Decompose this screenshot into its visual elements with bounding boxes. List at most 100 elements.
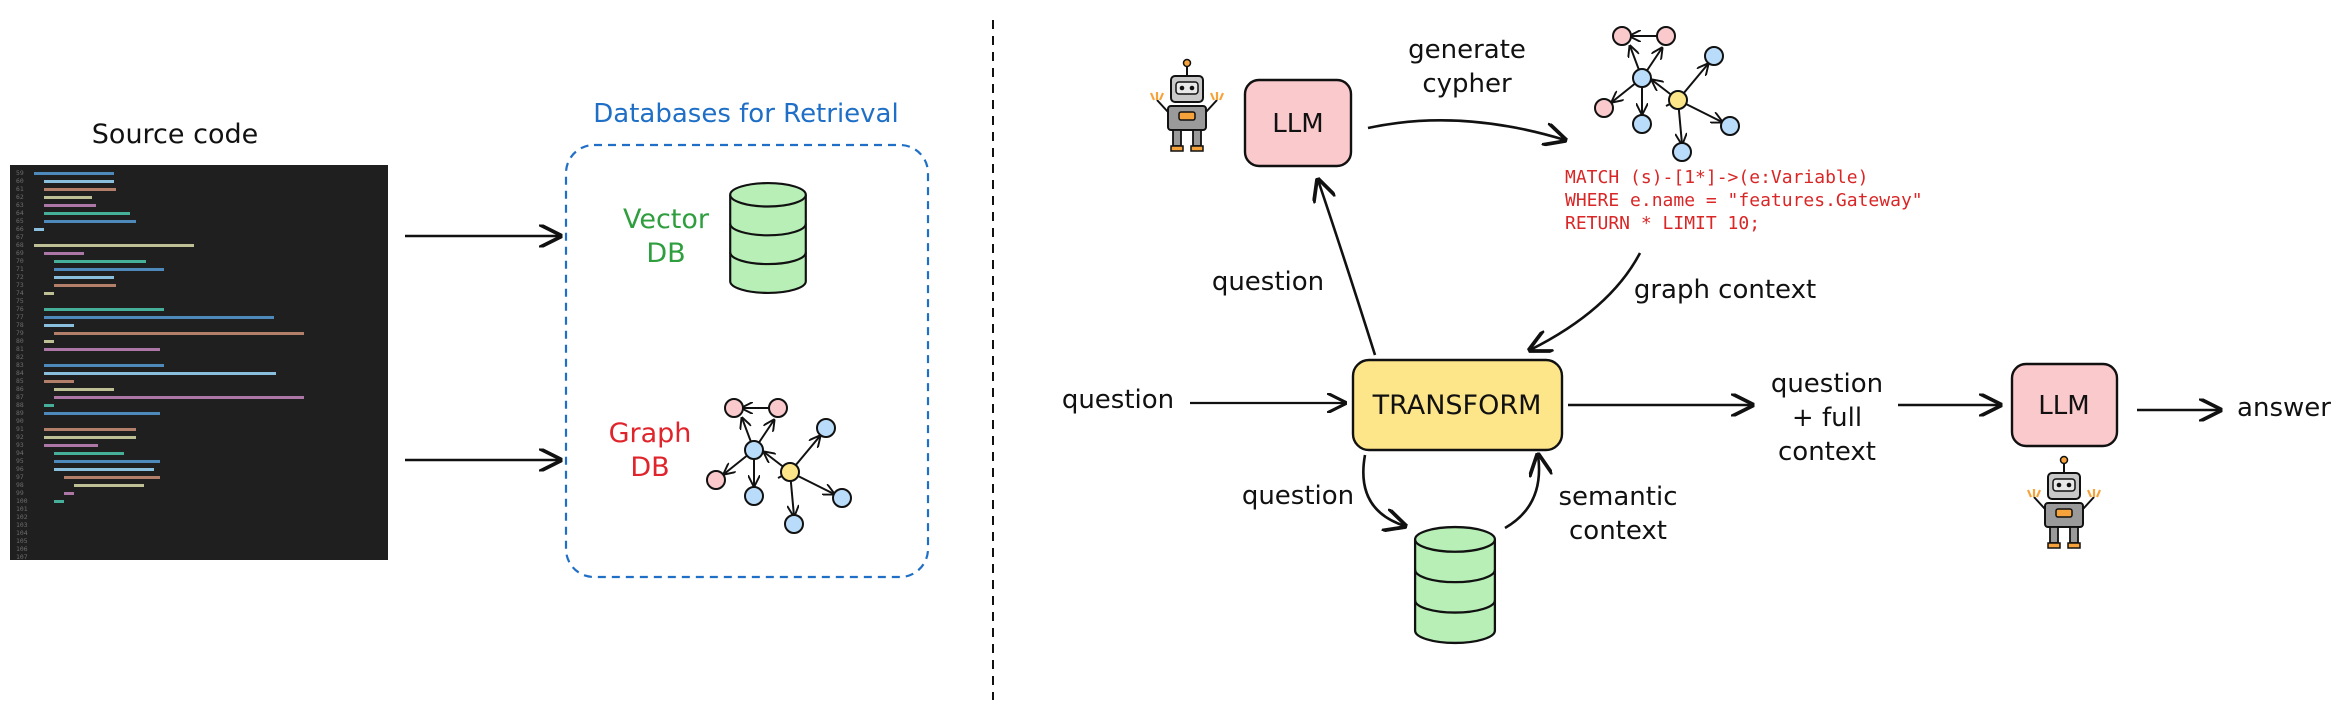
source-code-title: Source code [92, 119, 258, 150]
code-line: 83 [16, 361, 164, 370]
code-line: 95 [16, 457, 160, 466]
code-line: 101 [16, 505, 34, 514]
llm-box-top [1243, 78, 1353, 168]
code-line: 66 [16, 225, 44, 234]
code-line-number: 94 [16, 449, 24, 457]
code-text-stroke [44, 363, 164, 367]
code-line: 97 [16, 473, 160, 482]
code-line: 96 [16, 465, 154, 474]
full-context-label-line2: + full [1792, 403, 1862, 433]
code-text-stroke [54, 467, 154, 471]
vector-db-icon-bottom [1413, 525, 1497, 645]
code-line: 71 [16, 265, 164, 274]
code-line: 99 [16, 489, 74, 498]
code-text-stroke [44, 179, 114, 183]
code-text-stroke [74, 483, 144, 487]
code-line-number: 84 [16, 369, 24, 377]
code-line: 79 [16, 329, 304, 338]
llm-label-top: LLM [1272, 109, 1323, 139]
code-text-stroke [44, 211, 130, 215]
code-text-stroke [44, 435, 136, 439]
code-line-number: 72 [16, 273, 24, 281]
code-text-stroke [44, 323, 74, 327]
code-line-number: 88 [16, 401, 24, 409]
code-line-number: 82 [16, 353, 24, 361]
llm-box-bottom [2010, 362, 2119, 448]
code-line: 104 [16, 529, 34, 538]
code-line-number: 95 [16, 457, 24, 465]
code-line-number: 64 [16, 209, 24, 217]
code-line: 93 [16, 441, 98, 450]
code-line: 60 [16, 177, 114, 186]
code-text-stroke [44, 251, 84, 255]
code-line-number: 85 [16, 377, 24, 385]
code-text-stroke [54, 283, 116, 287]
code-line-number: 74 [16, 289, 24, 297]
code-line-number: 98 [16, 481, 24, 489]
code-line: 106 [16, 545, 34, 554]
code-text-stroke [44, 403, 54, 407]
code-line: 88 [16, 401, 54, 410]
code-line: 63 [16, 201, 96, 210]
code-line-number: 86 [16, 385, 24, 393]
code-line-number: 106 [16, 545, 28, 553]
code-text-stroke [44, 339, 54, 343]
code-line: 100 [16, 497, 64, 506]
code-line: 78 [16, 321, 74, 330]
code-line-number: 79 [16, 329, 24, 337]
code-text-stroke [44, 411, 160, 415]
code-line: 65 [16, 217, 136, 226]
generate-cypher-label-line2: cypher [1422, 69, 1512, 99]
code-line-number: 61 [16, 185, 24, 193]
code-line-number: 99 [16, 489, 24, 497]
llm-to-graph-arrow [1367, 119, 1565, 140]
transform-label: TRANSFORM [1372, 390, 1542, 421]
code-line: 70 [16, 257, 146, 266]
code-line-number: 102 [16, 513, 28, 521]
vector-db-icon [729, 182, 807, 294]
vector-db-label-line2: DB [646, 238, 685, 269]
code-line-number: 78 [16, 321, 24, 329]
transform-to-db-arrow [1362, 454, 1405, 526]
code-text-stroke [54, 451, 124, 455]
graph-icon-top [1595, 27, 1739, 161]
code-text-stroke [44, 203, 96, 207]
code-line: 102 [16, 513, 34, 522]
code-text-stroke [54, 275, 114, 279]
cypher-line-3: RETURN * LIMIT 10; [1565, 213, 1760, 234]
code-line: 62 [16, 193, 92, 202]
cypher-line-1: MATCH (s)-[1*]->(e:Variable) [1565, 167, 1868, 188]
code-line-number: 69 [16, 249, 24, 257]
code-text-stroke [54, 259, 146, 263]
full-context-label-line3: context [1778, 437, 1876, 467]
code-line: 81 [16, 345, 160, 354]
code-text-stroke [44, 219, 136, 223]
code-line-number: 104 [16, 529, 28, 537]
code-line: 86 [16, 385, 114, 394]
code-line: 90 [16, 417, 34, 426]
code-text-stroke [44, 307, 164, 311]
graph-db-label-line2: DB [630, 452, 669, 483]
code-line-number: 92 [16, 433, 24, 441]
code-text-stroke [54, 395, 304, 399]
code-text-stroke [54, 267, 164, 271]
code-text-stroke [44, 291, 54, 295]
graph-context-arrow [1530, 252, 1642, 350]
question-to-llm-label: question [1212, 267, 1324, 297]
code-line: 103 [16, 521, 34, 530]
code-line-number: 101 [16, 505, 28, 513]
code-line-number: 93 [16, 441, 24, 449]
code-line: 85 [16, 377, 74, 386]
code-line: 72 [16, 273, 114, 282]
code-line: 87 [16, 393, 304, 402]
code-line: 64 [16, 209, 130, 218]
graph-db-icon [707, 399, 851, 533]
code-line-number: 91 [16, 425, 24, 433]
code-line: 68 [16, 241, 194, 250]
generate-cypher-label-line1: generate [1408, 35, 1526, 65]
code-line: 94 [16, 449, 124, 458]
code-line: 98 [16, 481, 144, 490]
code-line: 59 [16, 169, 114, 178]
transform-to-llm-arrow [1318, 180, 1377, 356]
robot-icon-top [1149, 58, 1225, 153]
